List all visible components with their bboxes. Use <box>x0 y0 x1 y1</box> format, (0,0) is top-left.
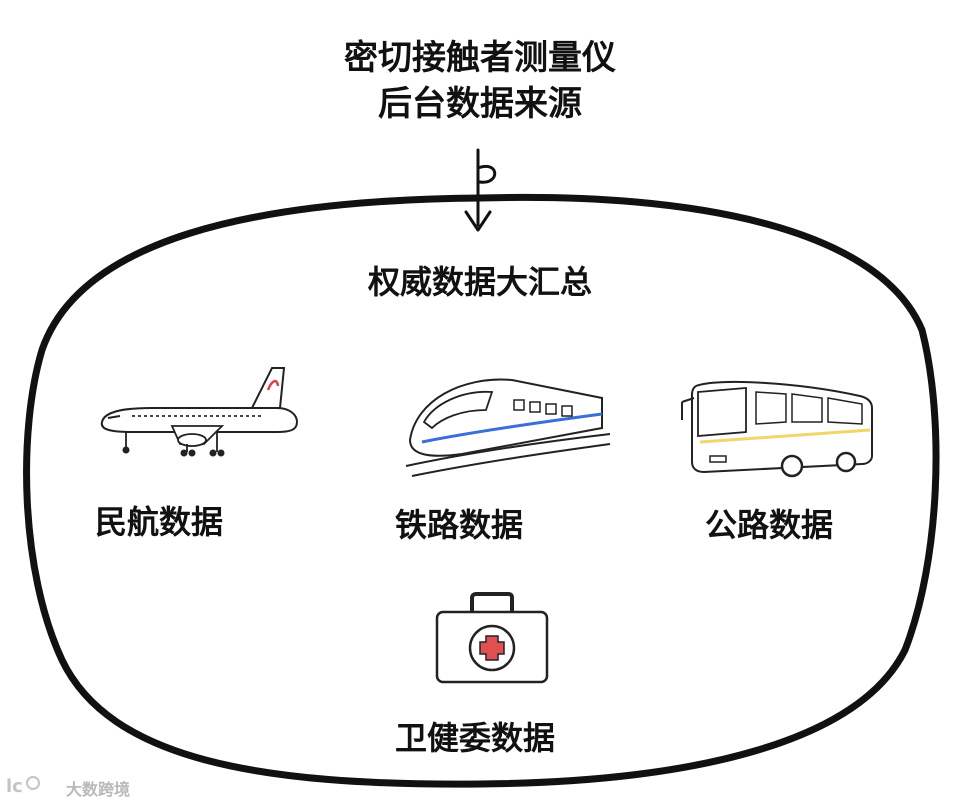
airplane-icon <box>100 367 299 457</box>
data-pool-outline <box>23 193 940 788</box>
inflow-arrowhead <box>464 210 492 232</box>
high-speed-train-icon <box>405 378 611 477</box>
inflow-arrow <box>476 148 497 227</box>
label-road-data: 公路数据 <box>705 506 834 544</box>
bus-icon <box>681 380 873 478</box>
label-aviation-data: 民航数据 <box>95 503 224 541</box>
label-rail-data: 铁路数据 <box>395 506 524 544</box>
watermark-text: 大数跨境 <box>66 780 131 799</box>
watermark-logo-icon: lc <box>6 776 40 797</box>
title-line-2: 后台数据来源 <box>378 84 582 124</box>
title-line-1: 密切接触者测量仪 <box>344 38 616 78</box>
hub-label: 权威数据大汇总 <box>367 263 592 301</box>
svg-text:lc: lc <box>6 776 23 797</box>
first-aid-kit-icon <box>435 592 549 684</box>
label-health-commission-data: 卫健委数据 <box>395 719 556 757</box>
